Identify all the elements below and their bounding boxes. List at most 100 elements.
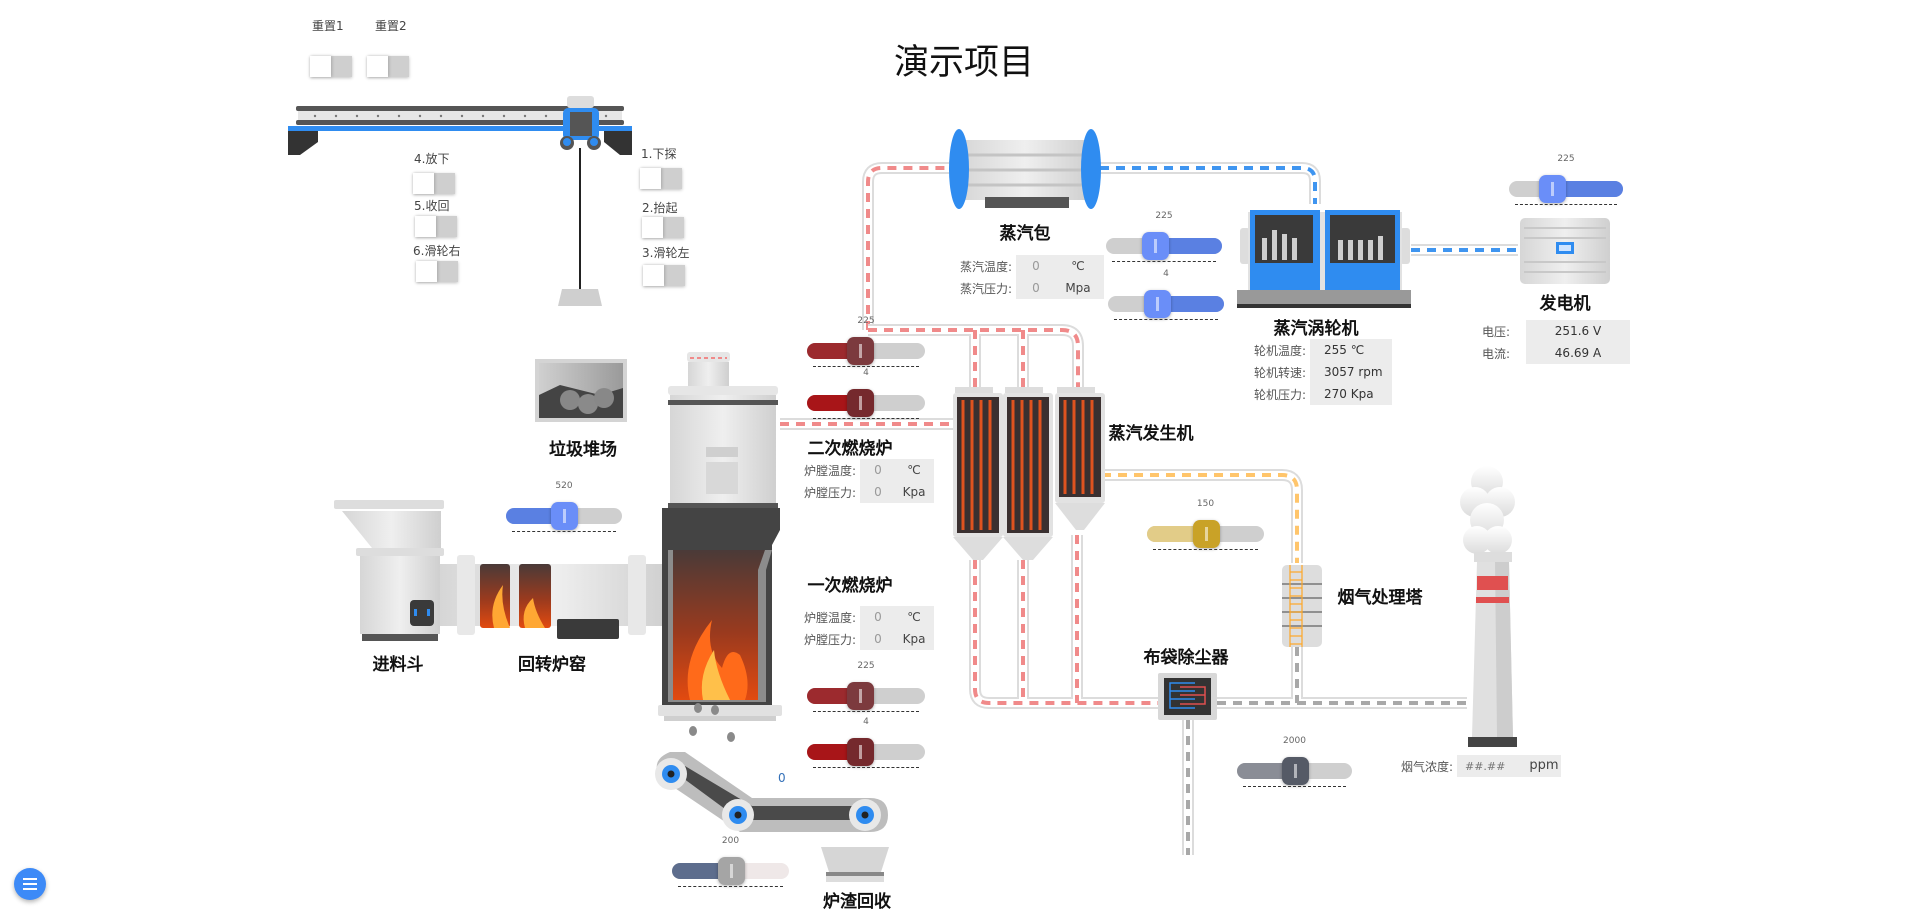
reset-2-toggle[interactable] bbox=[367, 56, 409, 77]
gantry-crane bbox=[288, 96, 632, 306]
slider-track[interactable] bbox=[807, 682, 925, 710]
lower-toggle[interactable] bbox=[413, 173, 455, 194]
slider-thumb[interactable] bbox=[847, 389, 875, 417]
steam-pipe-blue bbox=[1100, 162, 1518, 256]
feed-slider[interactable]: 520 bbox=[506, 481, 622, 532]
slider-value: 4 bbox=[863, 368, 869, 378]
voltage-value: 251.6 V bbox=[1526, 320, 1630, 342]
slider-thumb[interactable] bbox=[847, 738, 875, 766]
slider-thumb[interactable] bbox=[1143, 290, 1171, 318]
slider-thumb[interactable] bbox=[551, 502, 578, 530]
primary-pressure-slider[interactable]: 4 bbox=[807, 717, 925, 768]
primary-temp-slider[interactable]: 225 bbox=[807, 661, 925, 712]
slider-fill bbox=[506, 508, 564, 524]
slider-fill bbox=[1237, 763, 1295, 779]
slider-fill bbox=[807, 688, 861, 704]
steam-generator-label: 蒸汽发生机 bbox=[1108, 424, 1194, 444]
slag-bin-image bbox=[821, 847, 889, 882]
slag-conveyor bbox=[655, 752, 888, 832]
slider-thumb[interactable] bbox=[847, 337, 875, 365]
chamber-temp-value: 0 bbox=[874, 463, 882, 477]
chamber-pressure-value: 0 bbox=[874, 632, 882, 646]
pipes bbox=[780, 162, 1518, 855]
secondary-furnace-image bbox=[668, 352, 778, 508]
turbine-temp-slider[interactable]: 225 bbox=[1106, 211, 1222, 262]
slider-track[interactable] bbox=[1509, 175, 1623, 203]
slider-track[interactable] bbox=[506, 502, 622, 530]
chimney-image bbox=[1460, 466, 1517, 747]
pulley-left-toggle[interactable] bbox=[643, 265, 685, 286]
flue-gas-readout: 烟气浓度:ppm bbox=[1395, 755, 1561, 777]
toggle-knob bbox=[367, 56, 388, 77]
chamber-temp-label: 炉膛温度: bbox=[803, 463, 856, 478]
chamber-pressure-unit: Kpa bbox=[902, 485, 926, 499]
flue-tower-slider[interactable]: 150 bbox=[1147, 499, 1264, 550]
slag-slider[interactable]: 200 bbox=[672, 836, 789, 887]
slider-track[interactable] bbox=[807, 389, 925, 417]
reset-2-label: 重置2 bbox=[375, 19, 407, 33]
toggle-knob bbox=[640, 168, 661, 189]
slider-track[interactable] bbox=[672, 857, 789, 885]
slider-track[interactable] bbox=[1237, 757, 1352, 785]
slider-value: 520 bbox=[555, 481, 573, 491]
steam-temp-unit: ℃ bbox=[1071, 259, 1085, 273]
steam-turbine-image bbox=[1237, 210, 1411, 308]
flue-gas-input[interactable] bbox=[1457, 755, 1527, 777]
garbage-yard-label: 垃圾堆场 bbox=[549, 440, 617, 460]
slider-value: 4 bbox=[1163, 269, 1169, 279]
flue-pipe-red bbox=[780, 162, 1158, 709]
reset-1-toggle[interactable] bbox=[310, 56, 352, 77]
slider-thumb[interactable] bbox=[847, 682, 875, 710]
slider-fill bbox=[1147, 526, 1206, 542]
clean-gas-pipe-grey bbox=[1182, 647, 1467, 855]
slider-tick-line bbox=[678, 886, 783, 887]
slider-thumb[interactable] bbox=[1281, 757, 1309, 785]
secondary-furnace-label: 二次燃烧炉 bbox=[807, 439, 893, 459]
toggle-knob bbox=[310, 56, 331, 77]
primary-furnace-label: 一次燃烧炉 bbox=[807, 576, 893, 596]
secondary-temp-slider[interactable]: 225 bbox=[807, 316, 925, 367]
menu-button[interactable] bbox=[14, 868, 46, 900]
slider-value: 225 bbox=[857, 661, 875, 671]
slider-tick-line bbox=[813, 767, 919, 768]
chamber-temp-unit: ℃ bbox=[907, 610, 921, 624]
exhaust-pipe-orange bbox=[1102, 469, 1303, 563]
bag-filter-label: 布袋除尘器 bbox=[1143, 648, 1229, 668]
slider-thumb[interactable] bbox=[717, 857, 745, 885]
slider-value: 225 bbox=[857, 316, 875, 326]
slider-track[interactable] bbox=[807, 738, 925, 766]
turbine-speed-label: 轮机转速: bbox=[1253, 365, 1306, 380]
slider-tick-line bbox=[1243, 786, 1346, 787]
turbine-pressure-slider[interactable]: 4 bbox=[1108, 269, 1224, 320]
retract-toggle[interactable] bbox=[415, 216, 457, 237]
feed-hopper-label: 进料斗 bbox=[372, 655, 424, 675]
generator-label: 发电机 bbox=[1539, 294, 1591, 314]
page-title: 演示项目 bbox=[893, 43, 1034, 83]
crane-trolley bbox=[560, 96, 601, 150]
slider-thumb[interactable] bbox=[1141, 232, 1169, 260]
chamber-pressure-label: 炉膛压力: bbox=[803, 632, 856, 647]
slider-value: 150 bbox=[1196, 499, 1215, 509]
conveyor-roller bbox=[655, 758, 687, 790]
slider-track[interactable] bbox=[1147, 520, 1264, 548]
rotary-kiln-image bbox=[440, 555, 668, 639]
retract-label: 5.收回 bbox=[414, 199, 450, 213]
slider-track[interactable] bbox=[1108, 290, 1224, 318]
probe-down-toggle[interactable] bbox=[640, 168, 682, 189]
slider-track[interactable] bbox=[807, 337, 925, 365]
generator-slider[interactable]: 225 bbox=[1509, 154, 1623, 205]
slider-thumb[interactable] bbox=[1192, 520, 1220, 548]
generator-readout: 电压:251.6 V 电流:46.69 A bbox=[1470, 320, 1630, 364]
toggle-knob bbox=[415, 216, 436, 237]
slider-thumb[interactable] bbox=[1539, 175, 1567, 203]
bag-filter-image bbox=[1158, 673, 1217, 720]
primary-furnace-image bbox=[658, 508, 782, 721]
steam-drum-image bbox=[949, 129, 1101, 209]
slider-track[interactable] bbox=[1106, 232, 1222, 260]
flue-gas-slider[interactable]: 2000 bbox=[1237, 736, 1352, 787]
lift-toggle[interactable] bbox=[642, 217, 684, 238]
pulley-right-toggle[interactable] bbox=[416, 261, 458, 282]
secondary-pressure-slider[interactable]: 4 bbox=[807, 368, 925, 419]
